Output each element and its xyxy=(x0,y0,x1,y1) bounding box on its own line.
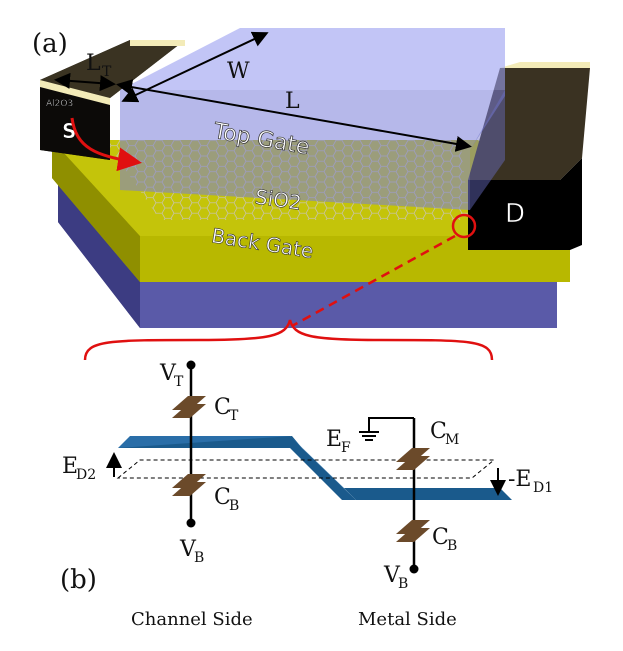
ct-label: C xyxy=(214,395,231,420)
zoom-brace xyxy=(83,319,494,361)
energy-band xyxy=(118,436,512,500)
panel-a-label: (a) xyxy=(32,29,68,59)
lt-subscript: T xyxy=(102,64,112,80)
cm-capacitor xyxy=(396,448,430,470)
w-label: W xyxy=(227,59,250,84)
vb-left-terminal xyxy=(186,518,196,528)
cb-left-label: C xyxy=(214,485,231,510)
cb-right-capacitor xyxy=(396,520,430,542)
vt-terminal xyxy=(186,360,196,370)
drain-label: D xyxy=(505,199,525,229)
ed1-label: -E xyxy=(508,467,532,492)
fermi-reference-plane xyxy=(116,459,496,479)
cb-right-subscript: B xyxy=(447,538,457,554)
cm-subscript: M xyxy=(445,432,459,448)
oxide-label: Al2O3 xyxy=(46,99,73,109)
cb-left-capacitor xyxy=(172,474,206,496)
ed1-subscript: D1 xyxy=(533,480,553,496)
vb-left-label: V xyxy=(179,537,197,562)
ct-subscript: T xyxy=(229,408,239,424)
vb-left-subscript: B xyxy=(194,550,204,566)
zoom-circle xyxy=(451,213,477,239)
vb-right-label: V xyxy=(383,563,401,588)
metal-side-circuit xyxy=(359,417,430,574)
current-arrow xyxy=(70,117,142,172)
ed2-subscript: D2 xyxy=(76,467,96,483)
ct-capacitor xyxy=(172,396,206,418)
vt-subscript: T xyxy=(174,374,184,390)
ef-subscript: F xyxy=(341,440,351,456)
dimension-lt: L T xyxy=(54,51,116,92)
sio2-label: SiO2 xyxy=(254,185,304,215)
ground-icon xyxy=(359,431,379,441)
zoom-dashed-line xyxy=(291,234,456,328)
l-label: L xyxy=(285,89,300,114)
ef-label: E xyxy=(326,427,342,452)
panel-b-label: (b) xyxy=(60,565,97,595)
metal-side-label: Metal Side xyxy=(358,609,457,630)
vb-right-terminal xyxy=(409,564,419,574)
cb-right-label: C xyxy=(432,525,449,550)
vt-label: V xyxy=(159,361,177,386)
lt-label: L xyxy=(86,51,101,76)
cm-label: C xyxy=(430,419,447,444)
cb-left-subscript: B xyxy=(229,498,239,514)
channel-side-label: Channel Side xyxy=(131,609,253,630)
ed2-label: E xyxy=(62,454,78,479)
dimension-l: L xyxy=(116,79,472,152)
vb-right-subscript: B xyxy=(398,576,408,592)
channel-side-circuit xyxy=(172,360,206,528)
